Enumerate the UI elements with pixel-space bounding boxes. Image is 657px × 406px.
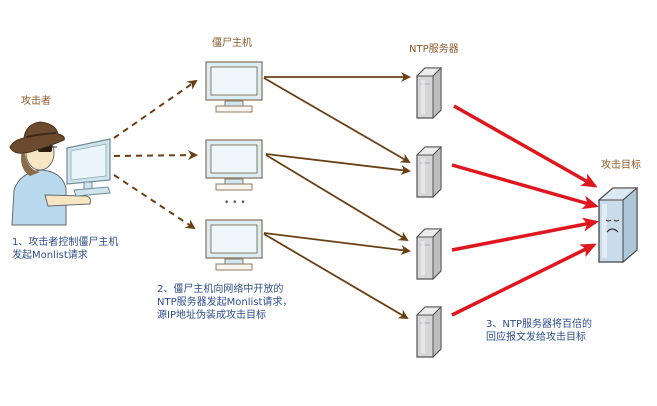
request-arrow-2b <box>265 154 409 242</box>
ntp-server-1 <box>415 66 443 120</box>
attacker-figure <box>9 121 111 226</box>
zombie-hosts-label: 僵尸主机 <box>212 38 252 49</box>
ntp-server-4 <box>415 305 443 359</box>
ntp-server-2 <box>415 145 443 199</box>
zombie-host-3 <box>205 219 263 271</box>
response-arrow-2 <box>451 163 599 210</box>
zombie-host-1 <box>205 61 263 113</box>
response-arrow-3 <box>451 217 599 252</box>
target-label: 攻击目标 <box>601 160 641 171</box>
ntp-servers-label: NTP服务器 <box>409 44 459 55</box>
control-arrows <box>113 79 198 230</box>
response-arrows <box>451 104 599 317</box>
request-arrow-2a <box>265 153 411 176</box>
request-arrows <box>263 72 411 320</box>
response-arrow-1 <box>453 104 598 188</box>
attacker-label: 攻击者 <box>21 96 51 107</box>
step-1-description: 1、攻击者控制僵尸主机发起Monlist请求 <box>12 237 119 261</box>
target-server <box>597 186 639 264</box>
zombie-host-2 <box>205 139 263 191</box>
ntp-server-3 <box>415 227 443 281</box>
request-arrow-3a <box>263 232 411 255</box>
step-3-description: 3、NTP服务器将百倍的回应报文发给攻击目标 <box>486 319 592 343</box>
request-arrow-3b <box>263 233 409 320</box>
ellipsis: • • • <box>224 198 246 208</box>
control-arrow-1 <box>113 79 198 139</box>
control-arrow-2 <box>113 150 198 161</box>
response-arrow-4 <box>451 243 597 317</box>
request-arrow-1b <box>263 77 411 164</box>
control-arrow-3 <box>113 174 196 230</box>
